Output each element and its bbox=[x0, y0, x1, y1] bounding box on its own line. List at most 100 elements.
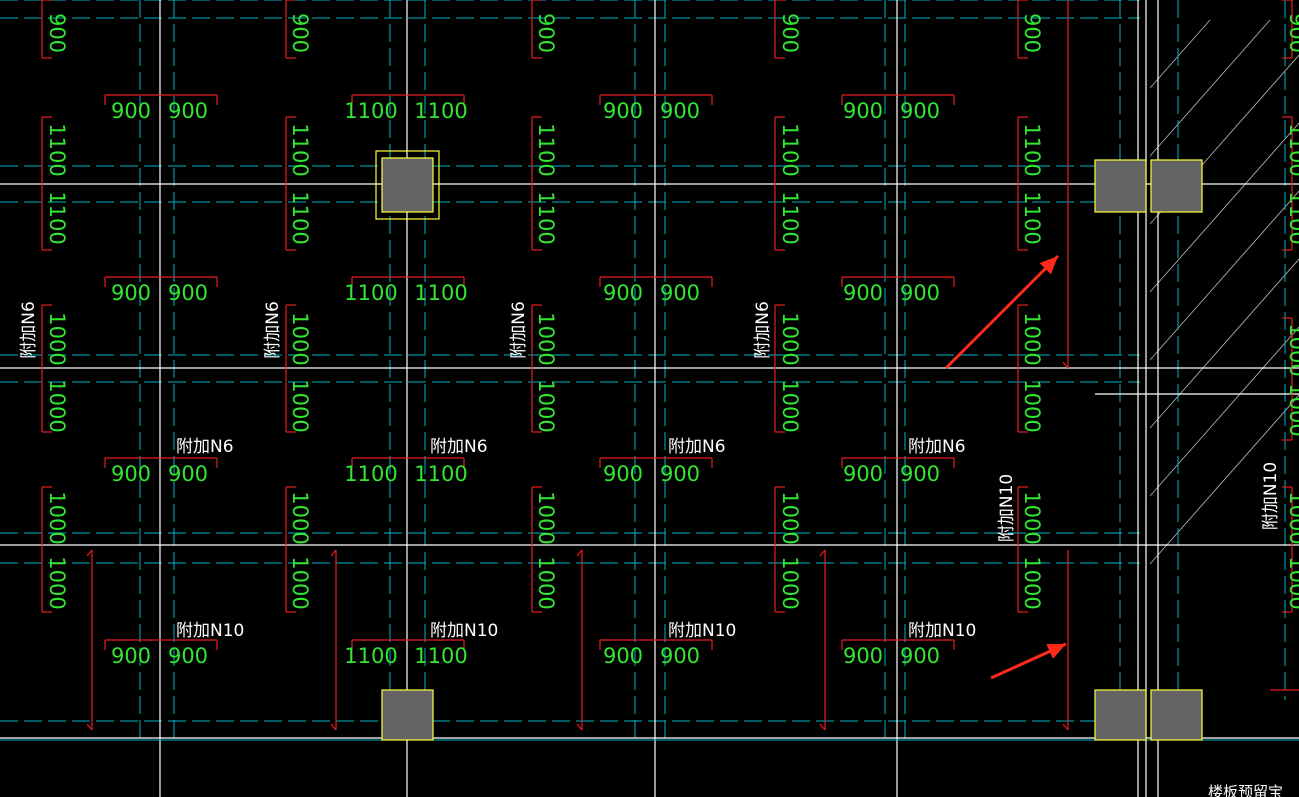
rebar-annotation-horizontal: 附加N6 bbox=[668, 437, 726, 457]
rebar-annotation-horizontal: 附加N10 bbox=[430, 621, 498, 641]
dimension-label-vertical: 1000 bbox=[45, 491, 69, 544]
dimension-label-vertical: 1000 bbox=[534, 556, 558, 609]
column bbox=[381, 689, 434, 741]
dimension-label-horizontal: 900 bbox=[900, 281, 940, 305]
dimension-labels: 900 1100 1100 1000 1000 1000 1000 900 1100 1100 10… bbox=[45, 13, 1299, 668]
dimension-label-vertical: 1100 bbox=[1020, 191, 1044, 244]
rebar-long-hook bbox=[1062, 361, 1069, 369]
rebar-long-hook bbox=[330, 723, 337, 731]
dimension-label-horizontal: 900 bbox=[168, 99, 208, 123]
dimension-label-vertical: 1000 bbox=[288, 556, 312, 609]
dimension-label-vertical: 1000 bbox=[288, 312, 312, 365]
dimension-label-vertical: 1100 bbox=[534, 191, 558, 244]
dimension-label-vertical: 1000 bbox=[1020, 491, 1044, 544]
arrow-head bbox=[1046, 644, 1066, 659]
rebar-long-hook bbox=[1062, 723, 1069, 731]
dimension-label-vertical: 1000 bbox=[778, 556, 802, 609]
arrow-shaft bbox=[944, 254, 1060, 370]
dimension-label-vertical: 1000 bbox=[1285, 323, 1299, 376]
dimension-label-vertical: 1000 bbox=[534, 312, 558, 365]
dimension-label-horizontal: 1100 bbox=[414, 644, 467, 668]
bottom-right-text: 楼板预留宝 bbox=[1208, 783, 1283, 797]
rebar-annotation-vertical: 附加N6 bbox=[19, 301, 39, 359]
dimension-label-vertical: 900 bbox=[288, 13, 312, 53]
dimension-label-vertical: 1100 bbox=[534, 123, 558, 176]
column bbox=[1150, 159, 1203, 213]
rebar-annotation-horizontal: 附加N6 bbox=[908, 437, 966, 457]
dimension-label-vertical: 1000 bbox=[45, 379, 69, 432]
dimension-label-horizontal: 1100 bbox=[414, 462, 467, 486]
dimension-label-horizontal: 900 bbox=[900, 644, 940, 668]
slab-edge-dashed-lines bbox=[0, 0, 1286, 740]
rebar-long-hook bbox=[86, 549, 93, 557]
dimension-label-vertical: 1000 bbox=[778, 379, 802, 432]
rebar-long-hook bbox=[576, 723, 583, 731]
dimension-label-horizontal: 900 bbox=[603, 99, 643, 123]
dimension-label-horizontal: 1100 bbox=[414, 281, 467, 305]
dimension-label-vertical: 1100 bbox=[45, 123, 69, 176]
dimension-label-vertical: 1000 bbox=[534, 491, 558, 544]
rebar-annotation-horizontal: 附加N10 bbox=[668, 621, 736, 641]
rebar-lines bbox=[41, 0, 1299, 731]
dimension-label-vertical: 1000 bbox=[1285, 491, 1299, 544]
dimension-label-horizontal: 900 bbox=[603, 644, 643, 668]
dimension-label-vertical: 900 bbox=[534, 13, 558, 53]
dimension-label-vertical: 900 bbox=[1285, 13, 1299, 53]
rebar-annotation-horizontal: 附加N6 bbox=[176, 437, 234, 457]
dimension-label-horizontal: 900 bbox=[111, 281, 151, 305]
dimension-label-horizontal: 900 bbox=[168, 281, 208, 305]
dimension-label-vertical: 1000 bbox=[45, 312, 69, 365]
dimension-label-horizontal: 900 bbox=[603, 281, 643, 305]
dimension-label-vertical: 1000 bbox=[1285, 556, 1299, 609]
rebar-annotation-horizontal: 附加N10 bbox=[176, 621, 244, 641]
arrow-head bbox=[1039, 256, 1058, 275]
column bbox=[1094, 159, 1147, 213]
dimension-label-horizontal: 1100 bbox=[344, 462, 397, 486]
dimension-label-horizontal: 1100 bbox=[344, 99, 397, 123]
dimension-label-vertical: 1000 bbox=[778, 312, 802, 365]
dimension-label-horizontal: 1100 bbox=[344, 644, 397, 668]
dimension-label-vertical: 900 bbox=[45, 13, 69, 53]
dimension-label-vertical: 1000 bbox=[1020, 379, 1044, 432]
dimension-label-vertical: 1000 bbox=[534, 379, 558, 432]
rebar-long-hook bbox=[576, 549, 583, 557]
column-outer-outline bbox=[375, 150, 440, 220]
rebar-annotation-horizontal: 附加N10 bbox=[908, 621, 976, 641]
dimension-label-vertical: 900 bbox=[1020, 13, 1044, 53]
rebar-long-hook bbox=[86, 723, 93, 731]
dimension-label-horizontal: 900 bbox=[843, 644, 883, 668]
dimension-label-vertical: 1000 bbox=[288, 379, 312, 432]
dimension-label-horizontal: 900 bbox=[168, 462, 208, 486]
hatch-mask bbox=[0, 0, 1150, 797]
dimension-label-horizontal: 1100 bbox=[414, 99, 467, 123]
dimension-label-vertical: 1100 bbox=[778, 123, 802, 176]
dimension-label-vertical: 1100 bbox=[778, 191, 802, 244]
dimension-label-vertical: 1000 bbox=[778, 491, 802, 544]
rebar-annotation-vertical: 附加N6 bbox=[753, 301, 773, 359]
dimension-label-horizontal: 900 bbox=[660, 644, 700, 668]
column bbox=[1094, 689, 1147, 741]
dimension-label-horizontal: 900 bbox=[900, 462, 940, 486]
dimension-label-horizontal: 900 bbox=[660, 281, 700, 305]
dimension-label-vertical: 1100 bbox=[1285, 123, 1299, 176]
dimension-label-vertical: 900 bbox=[778, 13, 802, 53]
dimension-label-vertical: 1100 bbox=[1285, 191, 1299, 244]
dimension-label-vertical: 1100 bbox=[1020, 123, 1044, 176]
dimension-label-horizontal: 900 bbox=[111, 462, 151, 486]
dimension-label-horizontal: 900 bbox=[603, 462, 643, 486]
dimension-label-vertical: 1100 bbox=[288, 191, 312, 244]
column bbox=[1150, 689, 1203, 741]
dimension-label-vertical: 1000 bbox=[1020, 312, 1044, 365]
dimension-label-horizontal: 1100 bbox=[344, 281, 397, 305]
rebar-long-hook bbox=[819, 549, 826, 557]
dimension-label-horizontal: 900 bbox=[111, 644, 151, 668]
dimension-label-horizontal: 900 bbox=[660, 99, 700, 123]
rebar-long-hook bbox=[819, 723, 826, 731]
red-arrows bbox=[944, 254, 1067, 680]
dimension-label-horizontal: 900 bbox=[843, 99, 883, 123]
dimension-label-horizontal: 900 bbox=[111, 99, 151, 123]
